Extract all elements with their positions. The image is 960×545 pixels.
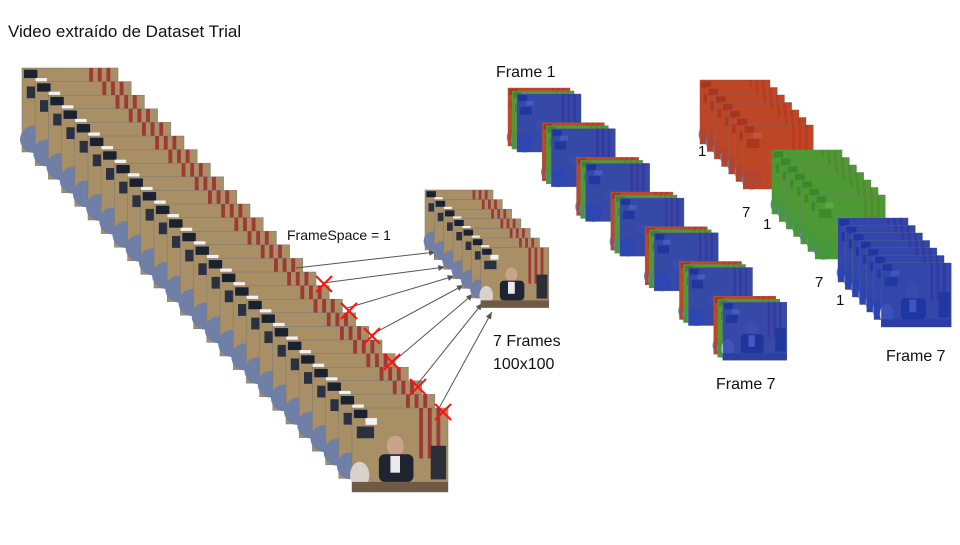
rgb-frame [712, 295, 788, 361]
channel-frame-last-label: Frame 7 [886, 348, 946, 365]
sampling-arrow [392, 293, 474, 363]
red-stack-index-first: 1 [698, 143, 707, 160]
rgb-frame-first-label: Frame 1 [496, 64, 556, 81]
sampling-arrow [437, 311, 493, 411]
video-frame-stack [20, 67, 449, 493]
selected-frame [479, 247, 550, 308]
green-stack-index-first: 1 [763, 216, 772, 233]
skipped-frame-markers [315, 275, 452, 421]
frame-space-label: FrameSpace = 1 [287, 227, 391, 243]
channel-stacks [698, 79, 952, 328]
frame-count-label: 7 Frames [493, 333, 561, 350]
skip-cross-mark [363, 327, 381, 345]
sampling-arrows [295, 249, 493, 411]
skip-cross-mark [340, 302, 358, 320]
rgb-frame-stack [506, 87, 788, 361]
blue-channel-stack [836, 217, 952, 328]
green-channel-stack [770, 149, 886, 260]
red-stack-index-last: 7 [742, 204, 751, 221]
blue-channel-layer [721, 301, 788, 361]
selected-frame-stack [423, 189, 550, 308]
sampling-arrow [370, 284, 465, 336]
blue-stack-index-first: 1 [836, 292, 845, 309]
sampling-arrow [415, 302, 483, 387]
frame-size-label: 100x100 [493, 356, 555, 373]
diagram-title: Video extraído de Dataset Trial [8, 22, 242, 41]
skip-cross-mark [409, 378, 427, 396]
video-frame [350, 407, 449, 493]
sampling-arrow [322, 264, 446, 284]
sampling-arrow [346, 275, 455, 309]
skip-cross-mark [383, 353, 401, 371]
green-stack-index-last: 7 [815, 274, 824, 291]
skip-cross-mark [315, 275, 333, 293]
channel-frame [879, 262, 952, 328]
sampling-arrow [295, 249, 437, 269]
rgb-frame-last-label: Frame 7 [716, 376, 776, 393]
skip-cross-mark [434, 403, 452, 421]
